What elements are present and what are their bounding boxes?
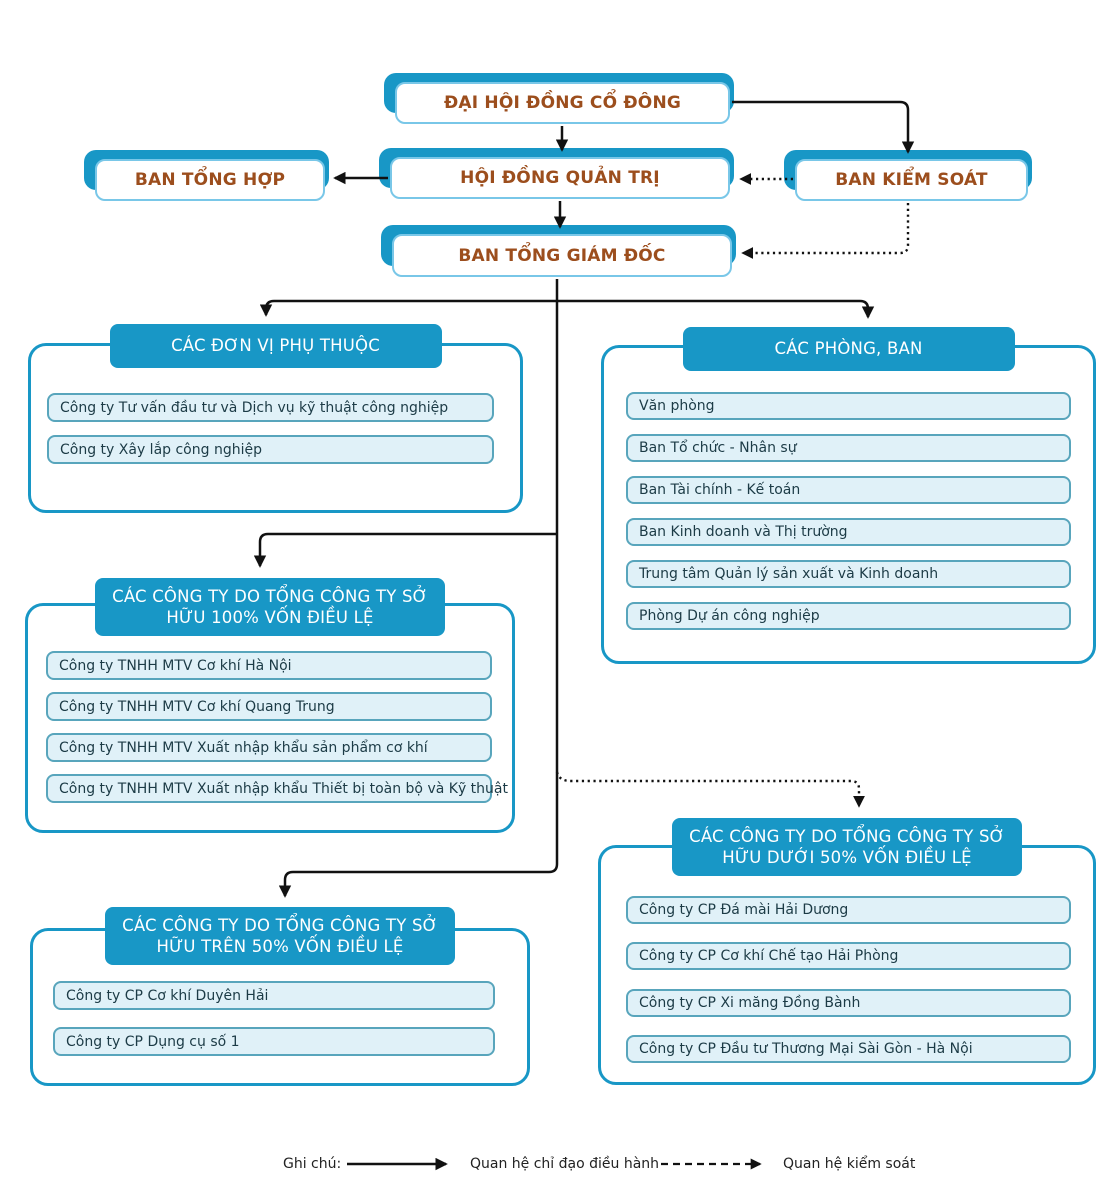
edge-shareholders-to-supervisory (732, 100, 915, 154)
edge-trunk-to-donvi (259, 299, 557, 317)
group-departments-header: CÁC PHÒNG, BAN (682, 327, 1015, 371)
node-shareholders-meeting: ĐẠI HỘI ĐỒNG CỔ ĐÔNG (384, 73, 734, 124)
node-supervisory-board: BAN KIỂM SOÁT (784, 150, 1032, 201)
group-owned-100pct-header: CÁC CÔNG TY DO TỔNG CÔNG TY SỞ HỮU 100% … (95, 578, 445, 636)
list-item: Công ty TNHH MTV Cơ khí Quang Trung (46, 692, 492, 721)
list-item: Trung tâm Quản lý sản xuất và Kinh doanh (626, 560, 1071, 588)
node-board-of-management-label: HỘI ĐỒNG QUẢN TRỊ (460, 168, 660, 188)
list-item: Công ty CP Đá mài Hải Dương (626, 896, 1071, 924)
node-supervisory-board-label: BAN KIỂM SOÁT (835, 170, 988, 190)
legend-dotted-meaning: Quan hệ kiểm soát (783, 1156, 916, 1172)
group-owned-under50pct-header: CÁC CÔNG TY DO TỔNG CÔNG TY SỞ HỮU DƯỚI … (672, 818, 1022, 876)
node-general-affairs-label: BAN TỔNG HỢP (134, 170, 286, 190)
list-item: Công ty Xây lắp công nghiệp (47, 435, 494, 464)
edge-trunk-to-phongban (557, 299, 875, 319)
edge-supervisory-to-generaldirectors-dotted (741, 203, 910, 259)
legend-solid-meaning: Quan hệ chỉ đạo điều hành (470, 1156, 660, 1172)
list-item: Công ty CP Cơ khí Chế tạo Hải Phòng (626, 942, 1071, 970)
edge-trunk-to-100pct (253, 532, 557, 568)
edge-trunk-to-tren50 (278, 279, 559, 898)
group-dependent-units: CÁC ĐƠN VỊ PHỤ THUỘC Công ty Tư vấn đầu … (28, 324, 523, 513)
list-item: Ban Tổ chức - Nhân sự (626, 434, 1071, 462)
list-item: Công ty CP Đầu tư Thương Mại Sài Gòn - H… (626, 1035, 1071, 1063)
group-owned-over50pct: CÁC CÔNG TY DO TỔNG CÔNG TY SỞ HỮU TRÊN … (30, 907, 530, 1086)
group-owned-100pct: CÁC CÔNG TY DO TỔNG CÔNG TY SỞ HỮU 100% … (25, 578, 515, 833)
node-board-of-management: HỘI ĐỒNG QUẢN TRỊ (379, 148, 734, 199)
group-owned-under50pct: CÁC CÔNG TY DO TỔNG CÔNG TY SỞ HỮU DƯỚI … (598, 818, 1096, 1085)
node-shareholders-meeting-label: ĐẠI HỘI ĐỒNG CỔ ĐÔNG (443, 93, 682, 113)
edge-trunk-to-duoi50-dotted (555, 771, 865, 808)
list-item: Công ty CP Dụng cụ số 1 (53, 1027, 495, 1056)
list-item: Công ty TNHH MTV Xuất nhập khẩu Thiết bị… (46, 774, 508, 803)
group-dependent-units-header: CÁC ĐƠN VỊ PHỤ THUỘC (109, 324, 442, 368)
list-item: Công ty Tư vấn đầu tư và Dịch vụ kỹ thuậ… (47, 393, 494, 422)
node-general-directors-label: BAN TỔNG GIÁM ĐỐC (458, 245, 666, 266)
list-item: Công ty TNHH MTV Cơ khí Hà Nội (46, 651, 492, 680)
node-general-affairs: BAN TỔNG HỢP (84, 150, 329, 201)
group-owned-over50pct-header: CÁC CÔNG TY DO TỔNG CÔNG TY SỞ HỮU TRÊN … (105, 907, 455, 965)
group-departments: CÁC PHÒNG, BAN Văn phòng Ban Tổ chức - N… (601, 327, 1096, 664)
list-item: Ban Kinh doanh và Thị trường (626, 518, 1071, 546)
legend-label: Ghi chú: (283, 1156, 342, 1172)
node-general-directors: BAN TỔNG GIÁM ĐỐC (381, 225, 736, 277)
list-item: Ban Tài chính - Kế toán (626, 476, 1071, 504)
list-item: Công ty CP Cơ khí Duyên Hải (53, 981, 495, 1010)
list-item: Công ty CP Xi măng Đồng Bành (626, 989, 1071, 1017)
list-item: Phòng Dự án công nghiệp (626, 602, 1071, 630)
list-item: Công ty TNHH MTV Xuất nhập khẩu sản phẩm… (46, 733, 492, 762)
list-item: Văn phòng (626, 392, 1071, 420)
